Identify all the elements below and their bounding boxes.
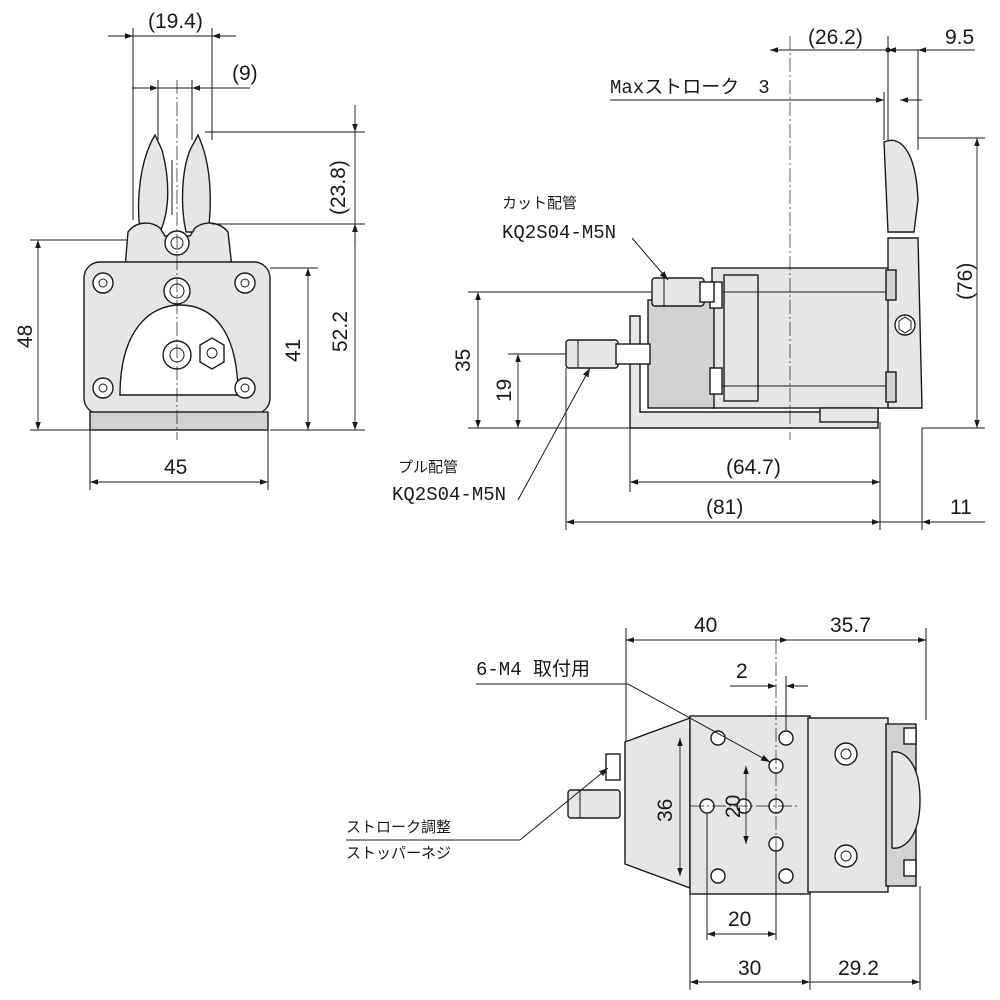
front-view: (19.4) (9) (23.8) 48 41 52.2 45 xyxy=(14,10,365,490)
dim-bottom-2: 2 xyxy=(736,660,748,683)
dim-side-64-7: (64.7) xyxy=(726,456,781,479)
dim-bottom-36: 36 xyxy=(654,799,677,822)
dim-bottom-29-2: 29.2 xyxy=(838,957,879,980)
dim-bottom-20-vertical: 20 xyxy=(722,795,745,818)
dim-side-9-5: 9.5 xyxy=(945,26,974,49)
dim-front-19-4: (19.4) xyxy=(148,10,203,33)
dim-side-35: 35 xyxy=(452,349,475,372)
bottom-view: 6-M4 取付用 40 35.7 2 36 20 ストローク調整 ストッパーネジ… xyxy=(346,614,927,990)
dim-front-41: 41 xyxy=(282,339,305,362)
mount-holes-label: 6-M4 取付用 xyxy=(476,658,590,681)
cut-port-part: KQ2S04-M5N xyxy=(502,222,616,244)
dim-side-76: (76) xyxy=(954,263,977,300)
dim-bottom-40: 40 xyxy=(694,614,717,637)
pull-port-part: KQ2S04-M5N xyxy=(392,484,506,506)
dim-bottom-20-horizontal: 20 xyxy=(728,908,751,931)
dim-front-9: (9) xyxy=(232,62,258,85)
dim-bottom-30: 30 xyxy=(738,957,761,980)
dim-side-11: 11 xyxy=(950,496,972,519)
dim-side-81: (81) xyxy=(706,496,743,519)
dim-front-48: 48 xyxy=(14,325,37,348)
side-view: (26.2) 9.5 Maxストローク 3 (76) カット配管 KQ2S04-… xyxy=(392,26,985,530)
dim-side-19: 19 xyxy=(493,379,516,402)
stroke-adjust-label-1: ストローク調整 xyxy=(346,819,451,836)
max-stroke-label: Maxストローク 3 xyxy=(610,76,770,99)
cut-port-title: カット配管 xyxy=(502,195,577,212)
stroke-adjust-label-2: ストッパーネジ xyxy=(346,845,451,862)
pull-port-title: プル配管 xyxy=(398,459,458,476)
dim-bottom-35-7: 35.7 xyxy=(830,614,871,637)
dim-front-52-2: 52.2 xyxy=(329,311,352,352)
dim-front-23-8: (23.8) xyxy=(327,160,350,215)
dim-front-45: 45 xyxy=(164,456,187,479)
dim-side-26-2: (26.2) xyxy=(808,26,863,49)
